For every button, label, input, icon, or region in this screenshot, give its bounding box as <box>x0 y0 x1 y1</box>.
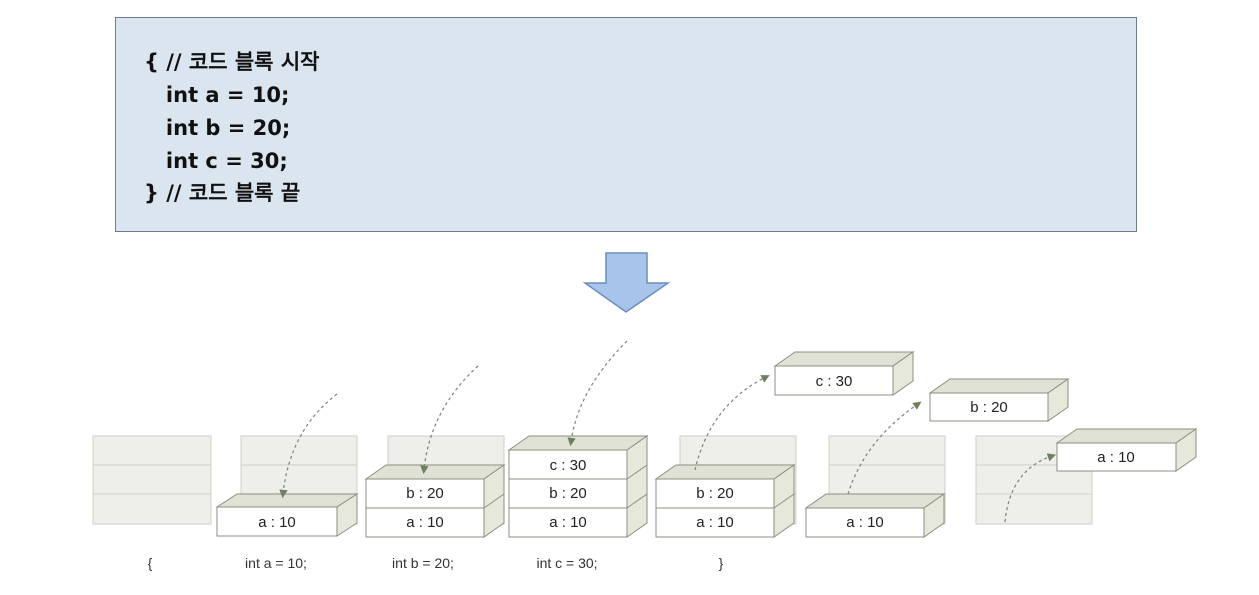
stack-cell: b : 20 a : 10 <box>654 464 796 538</box>
step-label: int a = 10; <box>245 555 307 571</box>
step-label: int b = 20; <box>392 555 454 571</box>
push-arrow <box>279 393 338 499</box>
pop-arrow <box>847 401 922 495</box>
cell-label: a : 10 <box>846 514 884 531</box>
cell-label: c : 30 <box>816 373 853 390</box>
popped-cell: b : 20 <box>928 378 1070 422</box>
stack-frame-0 <box>92 435 212 525</box>
stack-cell: c : 30 b : 20 a : 10 <box>507 435 649 538</box>
push-pop-arrows <box>279 340 1056 523</box>
push-arrow <box>567 340 628 447</box>
cell-label: b : 20 <box>696 485 734 502</box>
cell-label: b : 20 <box>406 485 444 502</box>
cell-label: b : 20 <box>549 485 587 502</box>
code-line-int-c: int c = 30; <box>144 149 288 173</box>
push-arrow <box>420 365 479 475</box>
stack-cell: a : 10 <box>804 493 946 538</box>
cell-label: a : 10 <box>1097 449 1135 466</box>
code-line-block-end: } // 코드 블록 끝 <box>144 181 301 205</box>
step-label: int c = 30; <box>536 555 597 571</box>
step-label: } <box>719 555 724 571</box>
code-block-panel: { // 코드 블록 시작 int a = 10; int b = 20; in… <box>115 17 1137 232</box>
cell-label: a : 10 <box>549 514 587 531</box>
stack-cell: a : 10 <box>215 493 359 537</box>
stack-cell: b : 20 a : 10 <box>364 464 506 538</box>
cell-label: a : 10 <box>258 514 296 531</box>
popped-cell: c : 30 <box>773 351 915 396</box>
step-label: { <box>148 555 153 571</box>
code-line-block-start: { // 코드 블록 시작 <box>144 50 320 74</box>
cell-label: b : 20 <box>970 399 1008 416</box>
popped-cell: a : 10 <box>1055 428 1198 472</box>
cell-label: c : 30 <box>550 457 587 474</box>
pop-arrow <box>694 375 770 471</box>
cell-label: a : 10 <box>406 514 444 531</box>
cell-label: a : 10 <box>696 514 734 531</box>
code-line-int-b: int b = 20; <box>144 116 291 140</box>
code-line-int-a: int a = 10; <box>144 83 290 107</box>
down-arrow-icon <box>582 252 671 313</box>
